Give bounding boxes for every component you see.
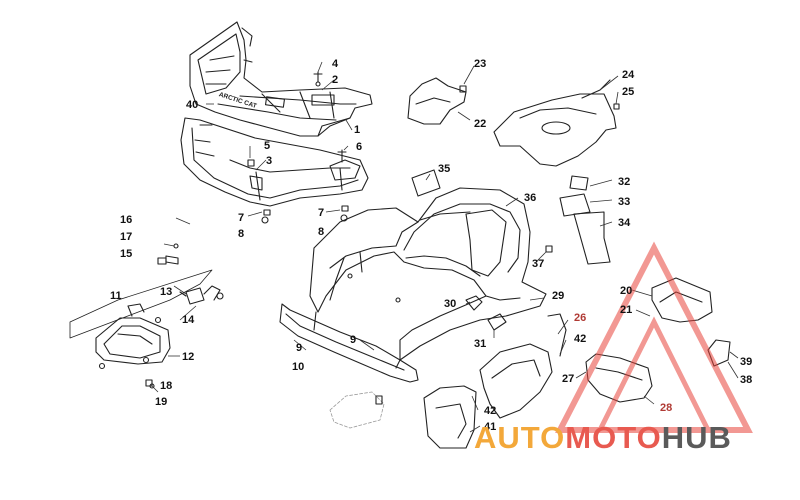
callout-32: 32 [618,176,631,188]
callout-28: 28 [660,402,673,414]
screw-23 [459,85,467,93]
fender-cap [407,77,467,125]
callout-13: 13 [160,286,173,298]
callout-20: 20 [620,285,633,297]
callout-25: 25 [622,86,635,98]
footwell-cover [585,353,653,403]
decal-35 [411,169,441,197]
callout-42a: 42 [574,333,587,345]
watermark-text: AUTOMOTOHUB [474,418,732,458]
mount-31 [487,313,507,331]
headlight-frame [69,269,213,339]
callout-5: 5 [264,140,271,152]
front-rack [189,21,373,137]
frame-ghost [329,391,385,429]
callout-16: 16 [120,214,133,226]
rack-hardware [247,71,349,224]
callout-17: 17 [120,231,133,243]
splash-panel [423,385,477,449]
callout-33: 33 [618,196,631,208]
storage-tray [493,79,617,167]
fascia-clip [375,395,383,405]
mount-30 [465,295,483,311]
callout-30: 30 [444,298,457,310]
callout-7b: 7 [318,207,325,219]
watermark-logo-icon [555,241,753,433]
front-fascia-bar [279,303,419,383]
callout-23: 23 [474,58,487,70]
callout-9a: 9 [296,342,303,354]
callout-22: 22 [474,118,487,130]
bracket-32 [569,175,589,191]
callout-31: 31 [474,338,487,350]
bracket-33 [559,193,591,217]
callout-2: 2 [332,74,339,86]
front-bumper [180,117,369,207]
callout-24: 24 [622,69,635,81]
callout-7a: 7 [238,212,245,224]
headlight-assembly [95,303,171,370]
callout-34: 34 [618,217,631,229]
bulb-socket [179,285,224,305]
callout-39: 39 [740,356,753,368]
watermark-auto: AUTO [474,420,566,455]
callout-41: 41 [484,421,497,433]
callout-8a: 8 [238,228,245,240]
callout-8b: 8 [318,226,325,238]
watermark-hub: HUB [661,420,732,455]
screw-37 [545,245,553,253]
callout-21: 21 [620,304,633,316]
callout-11: 11 [110,290,122,302]
callout-26: 26 [574,312,587,324]
callout-40: 40 [186,99,199,111]
inner-panel [479,313,567,419]
callout-4: 4 [332,58,339,70]
callout-37: 37 [532,258,545,270]
callout-35: 35 [438,163,451,175]
callout-15: 15 [120,248,133,260]
bracket-34 [573,211,611,265]
callout-3: 3 [266,155,273,167]
callout-29: 29 [552,290,565,302]
callout-27: 27 [562,373,575,385]
callout-10: 10 [292,361,305,373]
callout-9b: 9 [350,334,357,346]
callout-14: 14 [182,314,195,326]
small-fasteners [145,243,179,389]
callout-36: 36 [524,192,537,204]
callout-12: 12 [182,351,195,363]
callout-19: 19 [155,396,168,408]
leader-lines [151,61,739,433]
callout-42b: 42 [484,405,497,417]
callout-38: 38 [740,374,753,386]
callout-6: 6 [356,141,363,153]
screw-25 [613,103,620,110]
callout-18: 18 [160,380,173,392]
watermark-moto: MOTO [565,420,662,455]
callout-1: 1 [354,124,361,136]
